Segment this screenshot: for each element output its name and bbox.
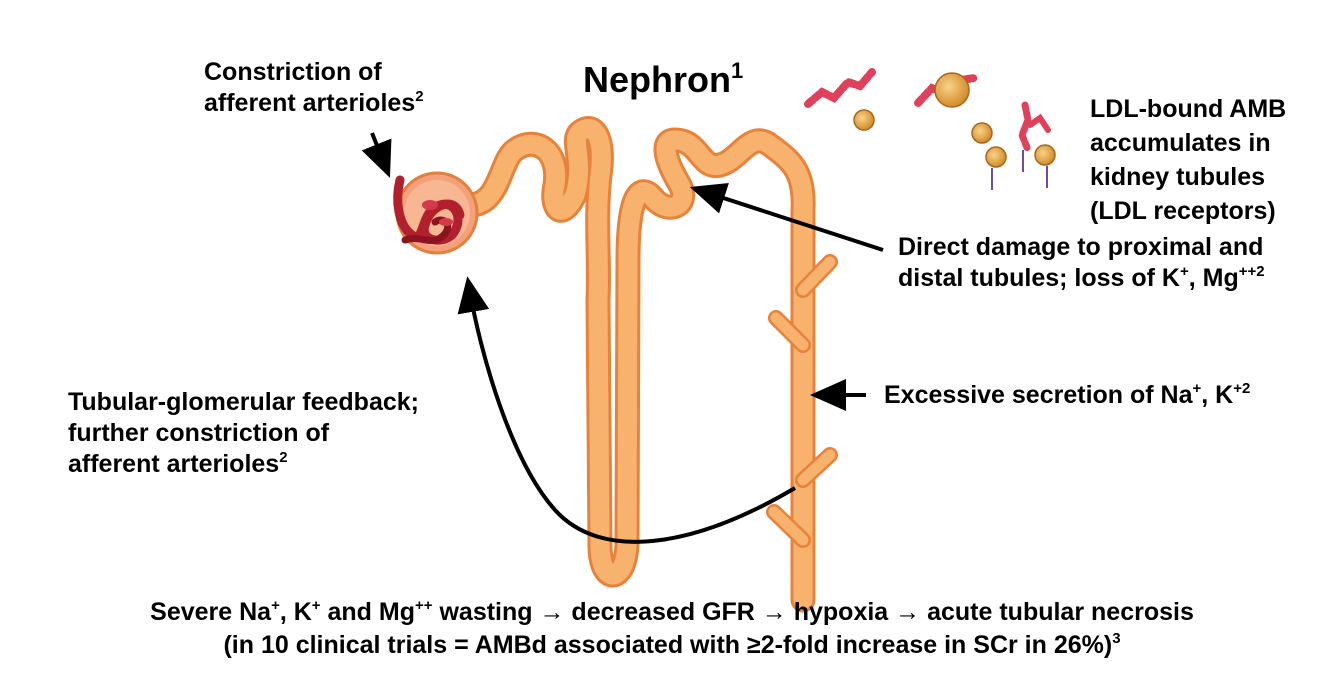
arrows	[361, 132, 884, 544]
label-direct-damage: Direct damage to proximal and distal tub…	[898, 233, 1265, 292]
arrow-to-tubule	[689, 182, 884, 252]
feedback-arrow	[457, 276, 797, 544]
label-ldl: LDL-bound AMB accumulates in kidney tubu…	[1090, 95, 1287, 225]
label-constriction: Constriction of afferent arterioles2	[204, 58, 424, 117]
diagram-title: Nephron1	[583, 58, 744, 100]
glomerulus	[393, 171, 479, 255]
arrow-to-glomerulus	[361, 132, 392, 178]
tubule	[457, 116, 838, 613]
ldl-particles	[804, 68, 1056, 190]
label-secretion: Excessive secretion of Na+, K+2	[884, 379, 1251, 409]
label-feedback: Tubular-glomerular feedback; further con…	[68, 388, 419, 478]
summary-text: Severe Na+, K+ and Mg++ wasting → decrea…	[150, 596, 1194, 659]
